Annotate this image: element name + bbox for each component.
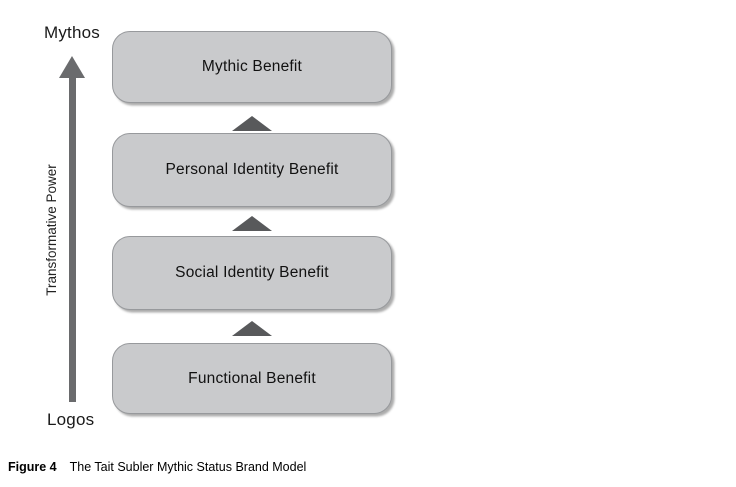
level-box-label: Mythic Benefit — [201, 58, 303, 75]
up-triangle-icon — [232, 216, 272, 231]
level-box-functional-benefit: Functional Benefit — [112, 343, 392, 414]
figure-caption-label: Figure 4 — [8, 460, 57, 474]
level-box-label: Social Identity Benefit — [175, 264, 329, 281]
up-arrow-icon — [59, 56, 85, 78]
axis-bottom-label: Logos — [47, 410, 95, 429]
level-box-mythic-benefit: Mythic Benefit — [112, 31, 392, 103]
axis-top-label: Mythos — [44, 23, 100, 42]
level-box-social-identity-benefit: Social Identity Benefit — [112, 236, 392, 310]
axis-arrow-label: Transformative Power — [44, 164, 59, 296]
level-box-label: Functional Benefit — [188, 369, 316, 387]
level-box-label: Personal Identity Benefit — [165, 161, 339, 178]
up-arrow-shaft — [69, 77, 76, 402]
figure-caption-text: The Tait Subler Mythic Status Brand Mode… — [69, 460, 307, 474]
level-box-personal-identity-benefit: Personal Identity Benefit — [112, 133, 392, 207]
up-triangle-icon — [232, 116, 272, 131]
up-triangle-icon — [232, 321, 272, 336]
figure-caption: Figure 4 The Tait Subler Mythic Status B… — [8, 460, 306, 474]
